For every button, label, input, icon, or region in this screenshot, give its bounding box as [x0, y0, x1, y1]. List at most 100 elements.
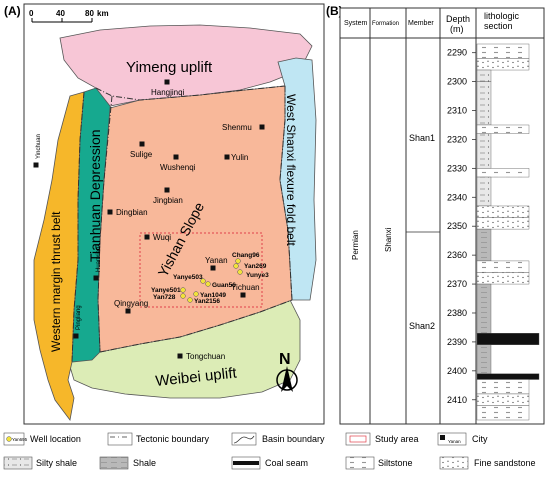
well-marker-yan1049	[193, 291, 199, 297]
legend-city-sample: Yanan	[448, 439, 461, 444]
scale-tick-80: 80	[85, 9, 94, 18]
depth-tick-label: 2390	[447, 337, 467, 347]
depth-tick-label: 2320	[447, 134, 467, 144]
litho-layer-silty-shale	[476, 176, 492, 207]
city-label-dingbian: Dingbian	[116, 208, 148, 217]
well-marker-guan56	[205, 281, 211, 287]
well-label-yanye503: Yanye503	[173, 274, 203, 281]
city-marker-hangjinqi	[164, 79, 170, 85]
cities-layer: HangjinqiShenmuSuligeWushenqiYulinJingbi…	[33, 79, 265, 361]
litho-layer-silty-shale	[476, 81, 492, 126]
city-label-yichuan: Yichuan	[231, 283, 260, 292]
well-label-yan269: Yan269	[244, 263, 267, 270]
city-marker-wuqi	[144, 234, 150, 240]
wells-layer: Chang96Yan269Yunye3Yanye503Guan56Yanye50…	[151, 252, 269, 305]
litho-layer-shale	[476, 228, 492, 262]
litho-layer-fine-sandstone	[476, 393, 530, 406]
litho-layer-fine-sandstone	[476, 217, 530, 230]
region-yimeng-uplift	[59, 24, 313, 107]
depth-ticks: 2290230023102320233023402350236023702380…	[447, 48, 476, 405]
depth-tick-label: 2360	[447, 250, 467, 260]
depth-tick-label: 2380	[447, 308, 467, 318]
litho-layer-shale	[476, 283, 492, 334]
litho-layer-fine-sandstone	[476, 272, 530, 285]
panel-b-label: (B)	[326, 4, 343, 18]
map-panel: (A) 0 40 80 km	[4, 3, 325, 425]
litho-layer-coal	[476, 373, 540, 380]
legend-fine-sandstone: Fine sandstone	[474, 458, 536, 468]
depth-tick-label: 2330	[447, 163, 467, 173]
depth-tick-label: 2410	[447, 395, 467, 405]
legend-well-sample: Yan695	[12, 437, 28, 442]
litho-layer-silty-shale	[476, 69, 492, 82]
well-marker-yanye501	[180, 287, 186, 293]
member-shan2: Shan2	[409, 321, 435, 331]
label-yimeng-uplift: Yimeng uplift	[126, 59, 213, 76]
litho-layer-siltstone	[476, 124, 530, 134]
label-west-shanxi: West Shanxi flexure fold belt	[284, 94, 298, 247]
scale-bar: 0 40 80 km	[29, 9, 109, 23]
legend-tectonic-boundary: Tectonic boundary	[136, 434, 210, 444]
city-marker-huanxian	[93, 275, 99, 281]
legend-shale: Shale	[133, 458, 156, 468]
well-marker-chang96	[235, 258, 241, 264]
header-formation: Formation	[372, 21, 399, 27]
city-marker-shenmu	[259, 124, 265, 130]
depth-tick-label: 2350	[447, 221, 467, 231]
panel-a-label: (A)	[4, 4, 21, 18]
litho-layer-siltstone	[476, 379, 530, 395]
label-western-margin: Western margin thrust belt	[49, 211, 63, 352]
city-label-shenmu: Shenmu	[222, 123, 252, 132]
litho-layer-fine-sandstone	[476, 58, 530, 71]
header-litho-line1: lithologic	[484, 11, 520, 21]
city-marker-yanan	[210, 265, 216, 271]
depth-tick-label: 2300	[447, 77, 467, 87]
legend: Yan695 Well location Tectonic boundary B…	[3, 432, 536, 470]
region-western-margin-thrust-belt	[33, 91, 85, 421]
legend-well-location: Well location	[30, 434, 81, 444]
well-label-yanye501: Yanye501	[151, 287, 181, 294]
city-marker-yulin	[224, 154, 230, 160]
legend-study-area: Study area	[375, 434, 419, 444]
depth-tick-label: 2340	[447, 192, 467, 202]
city-marker-pingliang	[73, 333, 79, 339]
city-label-huanxian: Huanxian	[96, 247, 102, 272]
city-label-tongchuan: Tongchuan	[186, 352, 225, 361]
litho-layer-fine-sandstone	[476, 205, 530, 218]
city-marker-dingbian	[107, 209, 113, 215]
city-label-wushenqi: Wushenqi	[160, 163, 196, 172]
litho-layer-siltstone	[476, 405, 530, 421]
depth-tick-label: 2310	[447, 106, 467, 116]
well-marker-yanye503	[200, 278, 206, 284]
city-label-jingbian: Jingbian	[153, 196, 183, 205]
litho-layer-silty-shale	[476, 133, 492, 169]
litho-layer-siltstone	[476, 43, 530, 59]
tectonic-boundaries	[71, 85, 293, 363]
depth-tick-label: 2290	[447, 48, 467, 58]
legend-silty-shale: Silty shale	[36, 458, 77, 468]
scale-tick-0: 0	[29, 9, 34, 18]
well-marker-yan728	[180, 293, 186, 299]
label-tianhuan-depression: Tianhuan Depression	[87, 129, 103, 262]
header-member: Member	[408, 20, 434, 27]
well-label-yunye3: Yunye3	[246, 272, 269, 279]
scale-unit: km	[97, 9, 109, 18]
city-label-yulin: Yulin	[231, 153, 248, 162]
well-marker-yunye3	[237, 269, 243, 275]
system-permian: Permian	[351, 230, 360, 260]
city-label-wuqi: Wuqi	[153, 233, 171, 242]
legend-basin-boundary: Basin boundary	[262, 434, 325, 444]
header-depth-line1: Depth	[446, 14, 470, 24]
scale-tick-40: 40	[56, 9, 65, 18]
litho-layer-siltstone	[476, 168, 530, 178]
city-marker-tongchuan	[177, 353, 183, 359]
header-litho-line2: section	[484, 21, 513, 31]
litho-layer-siltstone	[476, 260, 530, 273]
member-shan1: Shan1	[409, 133, 435, 143]
north-arrow-icon: N	[276, 351, 298, 392]
city-label-sulige: Sulige	[130, 150, 153, 159]
city-label-yinchuan: Yinchuan	[36, 134, 42, 159]
litho-layers	[476, 43, 540, 421]
city-label-pingliang: Pingliang	[76, 305, 82, 330]
city-marker-wushenqi	[173, 154, 179, 160]
